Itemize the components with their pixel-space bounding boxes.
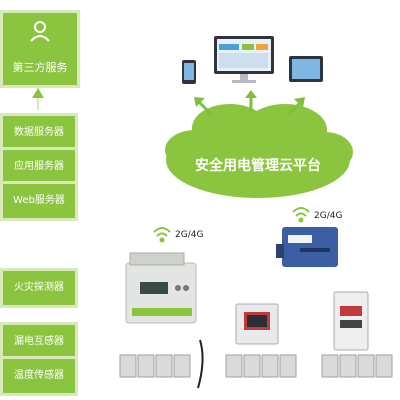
network-left-label: 2G/4G: [175, 230, 204, 240]
arrow-up-right-icon: [286, 97, 305, 117]
arrow-up-icon: [32, 88, 44, 98]
tablet-icon: [289, 56, 323, 82]
temperature-sensor-label: 温度传感器: [14, 370, 64, 381]
monitor-icon: [214, 36, 274, 83]
current-transformer-group-left: [119, 354, 191, 378]
cloud-shape: [165, 104, 353, 198]
app-server-label: 应用服务器: [3, 150, 75, 184]
din-module-device: [333, 291, 369, 351]
arrow-up-center-icon: [245, 90, 257, 112]
meter-device: [235, 303, 279, 345]
wifi-left-icon: [153, 227, 171, 243]
wifi-right-icon: [292, 207, 310, 223]
controller-device: [125, 252, 197, 324]
server-stack: 数据服务器 应用服务器 Web服务器: [0, 113, 78, 221]
leakage-sensor-label: 漏电互感器: [3, 325, 75, 359]
cable-icon: [197, 339, 204, 389]
data-server-label: 数据服务器: [3, 116, 75, 150]
arrow-up-left-icon: [194, 97, 214, 117]
current-transformer-group-mid: [225, 354, 297, 378]
phone-icon: [182, 60, 196, 84]
fire-detector-label: 火灾探测器: [14, 282, 64, 293]
fire-detector-box: 火灾探测器: [0, 268, 78, 308]
current-transformer-group-right: [321, 354, 393, 378]
web-server-label: Web服务器: [13, 195, 65, 206]
network-right-label: 2G/4G: [314, 211, 343, 221]
sensor-stack: 漏电互感器 温度传感器: [0, 322, 78, 396]
cloud-platform-label: 安全用电管理云平台: [195, 158, 321, 174]
user-icon: [30, 21, 50, 42]
third-party-box: 第三方服务: [0, 10, 80, 88]
third-party-label: 第三方服务: [12, 61, 68, 74]
gateway-device: [276, 227, 338, 267]
